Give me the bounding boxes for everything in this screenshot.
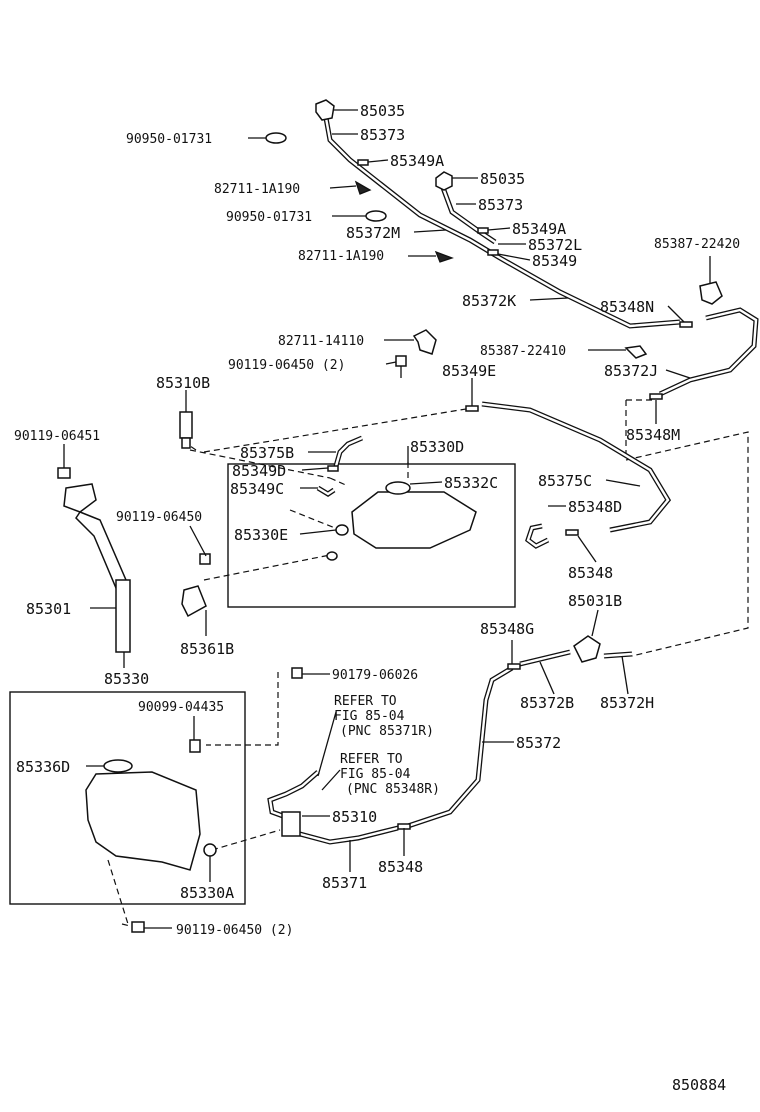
label-85373-2: 85373 bbox=[478, 196, 523, 214]
label-82711-1a190: 82711-1A190 bbox=[214, 182, 300, 197]
label-85348-bottom: 85348 bbox=[378, 858, 423, 876]
label-85375c: 85375C bbox=[538, 472, 592, 490]
label-90099-04435: 90099-04435 bbox=[138, 700, 224, 715]
label-85349a-2: 85349A bbox=[512, 220, 566, 238]
label-85348-mid: 85348 bbox=[568, 564, 613, 582]
label-85310: 85310 bbox=[332, 808, 377, 826]
label-85310b: 85310B bbox=[156, 374, 210, 392]
label-85372m: 85372M bbox=[346, 224, 400, 242]
label-85372b: 85372B bbox=[520, 694, 574, 712]
label-85348n: 85348N bbox=[600, 298, 654, 316]
label-85035-2: 85035 bbox=[480, 170, 525, 188]
label-85349: 85349 bbox=[532, 252, 577, 270]
label-85336d: 85336D bbox=[16, 758, 70, 776]
tank-assembly-frame bbox=[9, 691, 246, 905]
label-90119-06450: 90119-06450 bbox=[116, 510, 202, 525]
label-85330a: 85330A bbox=[180, 884, 234, 902]
label-85372h: 85372H bbox=[600, 694, 654, 712]
label-85348m: 85348M bbox=[626, 426, 680, 444]
label-90119-06451: 90119-06451 bbox=[14, 429, 100, 444]
label-85372: 85372 bbox=[516, 734, 561, 752]
label-90179-06026: 90179-06026 bbox=[332, 668, 418, 683]
svg-text:FIG 85-04: FIG 85-04 bbox=[340, 767, 411, 782]
label-85375b: 85375B bbox=[240, 444, 294, 462]
label-85372l: 85372L bbox=[528, 236, 582, 254]
svg-text:(PNC 85348R): (PNC 85348R) bbox=[346, 782, 440, 797]
parts bbox=[57, 99, 723, 933]
label-85349c: 85349C bbox=[230, 480, 284, 498]
dashed-guide-lines bbox=[107, 399, 749, 929]
label-85348g: 85348G bbox=[480, 620, 534, 638]
label-85387-22410: 85387-22410 bbox=[480, 344, 566, 359]
label-85372k: 85372K bbox=[462, 292, 516, 310]
label-85387-22420: 85387-22420 bbox=[654, 237, 740, 252]
label-90950-01731-2: 90950-01731 bbox=[226, 210, 312, 225]
figure-number: 850884 bbox=[672, 1076, 726, 1094]
label-85349a: 85349A bbox=[390, 152, 444, 170]
label-85348d: 85348D bbox=[568, 498, 622, 516]
label-82711-1a190-2: 82711-1A190 bbox=[298, 249, 384, 264]
label-82711-14110: 82711-14110 bbox=[278, 334, 364, 349]
svg-text:REFER TO: REFER TO bbox=[340, 752, 403, 767]
label-85349e: 85349E bbox=[442, 362, 496, 380]
label-90950-01731: 90950-01731 bbox=[126, 132, 212, 147]
label-85035: 85035 bbox=[360, 102, 405, 120]
label-90119-06450-2b: 90119-06450 (2) bbox=[176, 923, 293, 938]
label-85372j: 85372J bbox=[604, 362, 658, 380]
svg-text:(PNC 85371R): (PNC 85371R) bbox=[340, 724, 434, 739]
svg-text:REFER TO: REFER TO bbox=[334, 694, 397, 709]
label-85031b: 85031B bbox=[568, 592, 622, 610]
label-85301: 85301 bbox=[26, 600, 71, 618]
part-labels: 85035 85373 90950-01731 85349A 85035 827… bbox=[14, 102, 740, 938]
refer-note-85348r: REFER TO FIG 85-04 (PNC 85348R) bbox=[340, 752, 440, 797]
label-90119-06450-2a: 90119-06450 (2) bbox=[228, 358, 345, 373]
label-85349d: 85349D bbox=[232, 462, 286, 480]
refer-note-85371r: REFER TO FIG 85-04 (PNC 85371R) bbox=[334, 694, 434, 739]
label-85330: 85330 bbox=[104, 670, 149, 688]
svg-text:FIG 85-04: FIG 85-04 bbox=[334, 709, 405, 724]
label-85361b: 85361B bbox=[180, 640, 234, 658]
hoses bbox=[267, 117, 759, 845]
label-85330d: 85330D bbox=[410, 438, 464, 456]
reservoir-inset-frame bbox=[227, 463, 516, 608]
label-85373: 85373 bbox=[360, 126, 405, 144]
label-85330e: 85330E bbox=[234, 526, 288, 544]
label-85371: 85371 bbox=[322, 874, 367, 892]
label-85332c: 85332C bbox=[444, 474, 498, 492]
leader-lines bbox=[63, 109, 711, 929]
